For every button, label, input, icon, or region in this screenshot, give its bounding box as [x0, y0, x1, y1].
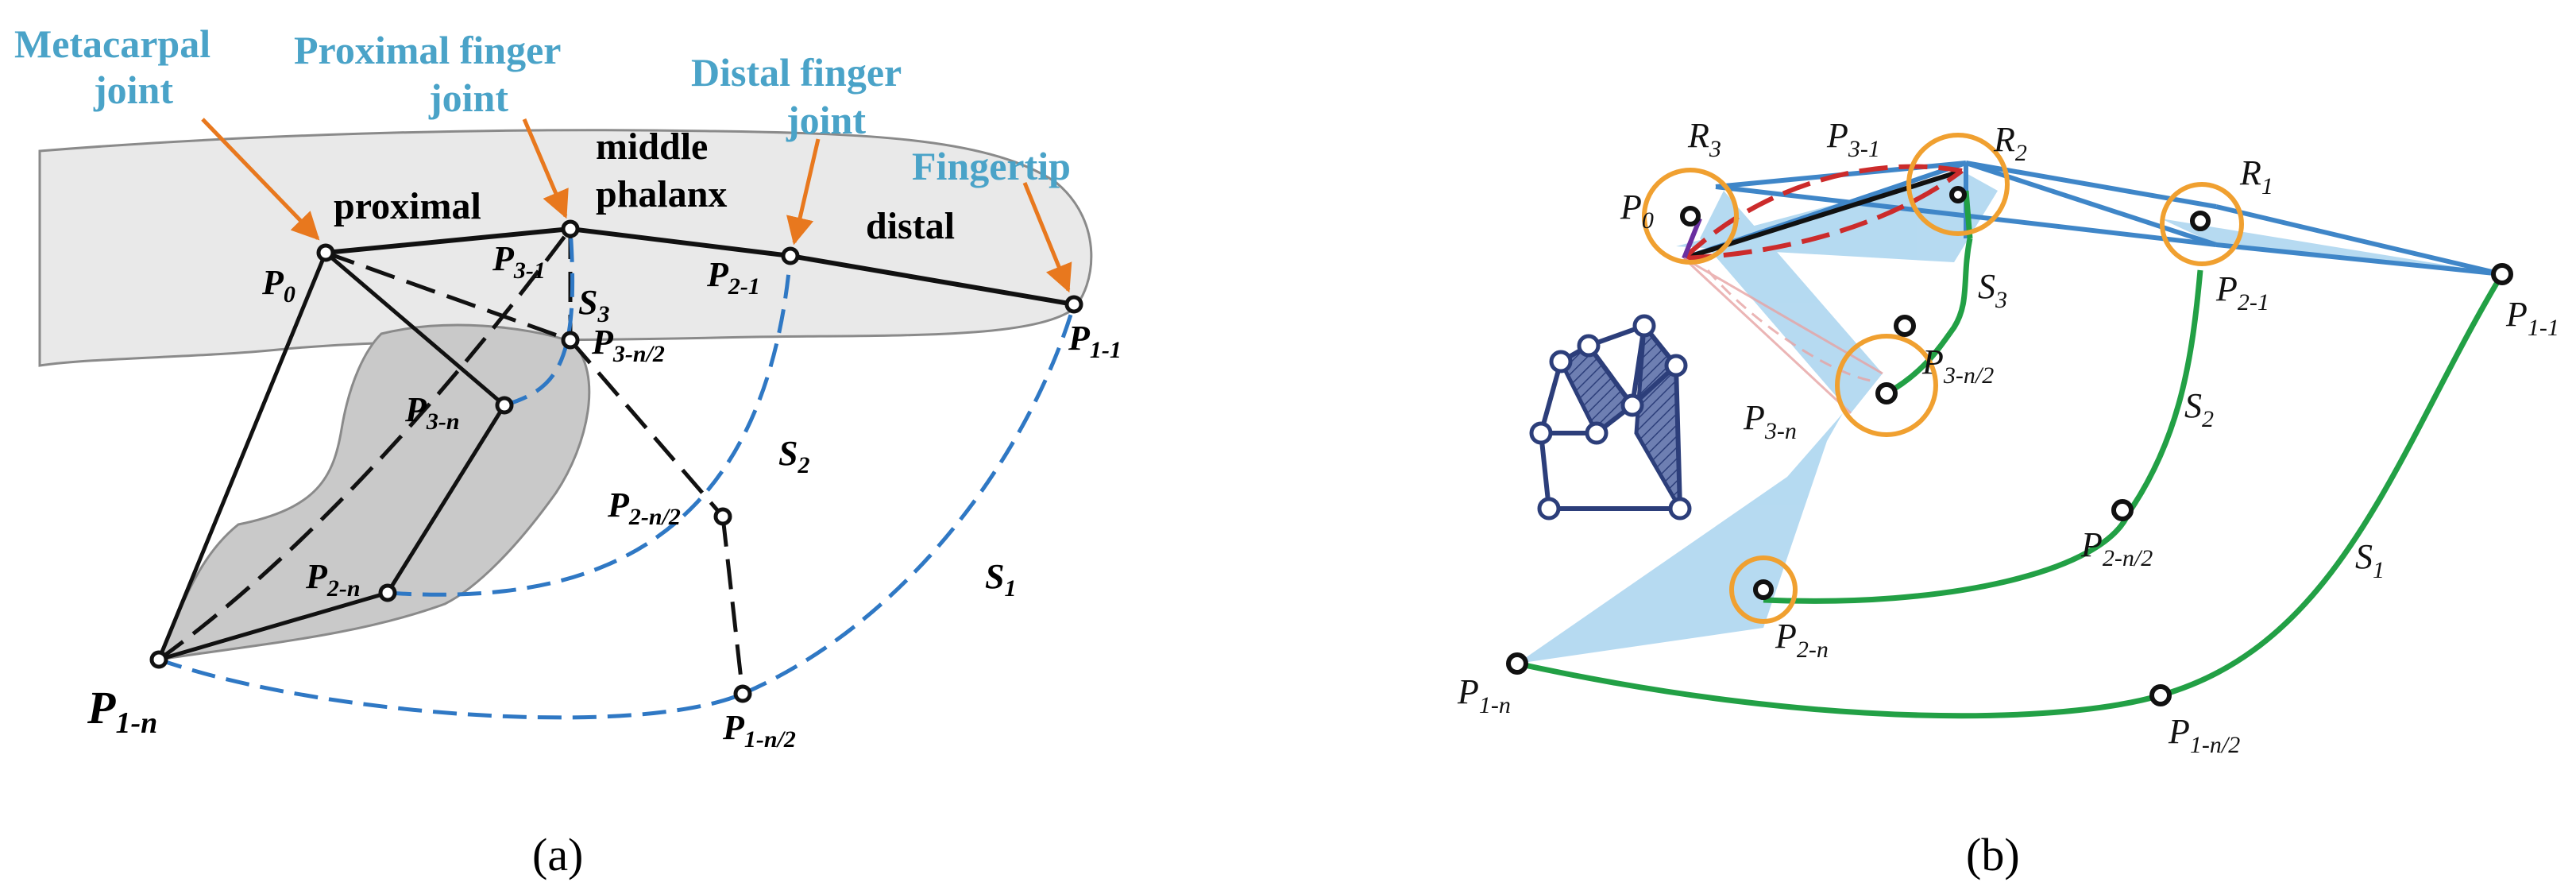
link-p2n-p1n: [158, 590, 388, 662]
label-b-r1: R1: [2239, 153, 2273, 199]
annotation-arrows: [201, 118, 1072, 293]
annotation-proximal-1: Proximal finger: [294, 28, 562, 72]
label-a-s1: S1: [985, 557, 1016, 602]
label-a-p3-1: P3-1: [492, 239, 546, 284]
label-b-p1-n: P1-n: [1457, 672, 1511, 718]
joint-points: [149, 219, 1083, 703]
label-b-p2-n2: P2-n/2: [2080, 525, 2153, 571]
label-b-p1-n2: P1-n/2: [2168, 712, 2240, 758]
caption-b: (b): [1966, 829, 2020, 880]
label-b-r2: R2: [1993, 120, 2027, 166]
label-a-p2-1: P2-1: [706, 255, 760, 300]
link-p3n-p2n: [385, 404, 507, 594]
orange-joint-circles: [1642, 133, 2244, 624]
label-a-p3-n: P3-n: [404, 390, 460, 435]
panel-a: Metacarpal joint Proximal finger joint D…: [14, 21, 1122, 880]
label-b-s3: S3: [1978, 267, 2007, 313]
label-a-p1-1: P1-1: [1068, 319, 1122, 363]
curve-s1: [158, 304, 1076, 720]
annotation-metacarpal-1: Metacarpal: [14, 21, 210, 66]
black-link: [1683, 168, 1963, 261]
green-s1: [1516, 273, 2505, 719]
label-b-s1: S1: [2355, 537, 2385, 583]
label-a-p2-n: P2-n: [305, 557, 361, 602]
annotation-distal-1: Distal finger: [691, 50, 902, 95]
segment-middle-1: middle: [596, 126, 708, 168]
phalanx-links: [325, 226, 1075, 307]
purple-link: [1682, 217, 1702, 260]
segment-distal: distal: [866, 205, 955, 247]
label-a-p3-n2: P3-n/2: [591, 323, 665, 367]
segment-middle-2: phalanx: [596, 173, 727, 215]
curve-s2: [387, 255, 793, 597]
label-a-s2: S2: [778, 434, 809, 478]
key-points-b: [1506, 186, 2513, 706]
segment-proximal: proximal: [334, 185, 481, 227]
label-b-r3: R3: [1687, 116, 1721, 162]
inset-mechanism: [1529, 314, 1692, 521]
annotation-proximal-2: joint: [428, 75, 508, 120]
label-a-p0: P0: [261, 263, 295, 308]
palm-shape: [156, 323, 591, 661]
label-b-p2-n: P2-n: [1775, 617, 1829, 663]
label-b-p0: P0: [1620, 188, 1654, 234]
label-b-p2-1: P2-1: [2215, 269, 2269, 315]
dashed-links: [156, 252, 328, 660]
blue-dashed-curves: [158, 228, 1076, 720]
label-a-p1-n: P1-n: [87, 682, 157, 740]
label-b-p3-n2: P3-n/2: [1921, 343, 1994, 389]
label-a-p1-n2: P1-n/2: [722, 708, 796, 753]
curve-s3: [504, 228, 575, 408]
label-b-p3-1: P3-1: [1826, 116, 1880, 162]
green-s3: [1885, 238, 1973, 397]
annotation-distal-2: joint: [786, 98, 866, 142]
link-p0-p3n: [324, 251, 506, 407]
label-b-p3-n: P3-n: [1743, 398, 1797, 444]
label-a-p2-n2: P2-n/2: [607, 486, 681, 530]
annotation-fingertip: Fingertip: [912, 144, 1071, 188]
caption-a: (a): [532, 829, 583, 880]
label-b-p1-1: P1-1: [2505, 295, 2559, 341]
red-link-lower: [1683, 168, 1964, 261]
panel-b: R3 P3-1 R2 R1 P0 P2-1 P1-1 S3 P3-n/2 P3-…: [1457, 116, 2559, 880]
label-a-s3: S3: [578, 283, 609, 327]
label-b-s2: S2: [2184, 386, 2214, 432]
red-link-upper: [1682, 164, 1963, 261]
annotation-metacarpal-2: joint: [93, 68, 173, 112]
mechanism-fills: [1517, 171, 2502, 664]
